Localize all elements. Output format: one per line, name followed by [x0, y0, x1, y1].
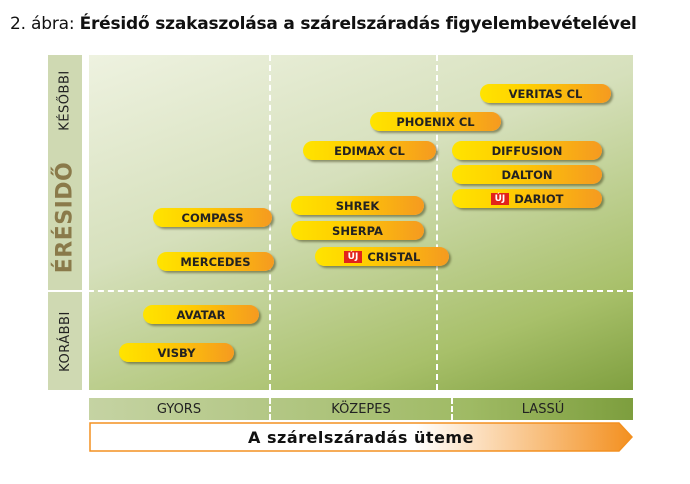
variety-name: CRISTAL — [367, 249, 421, 264]
y-label-later: KÉSŐBBI — [48, 55, 82, 145]
variety-name: DIFFUSION — [491, 143, 563, 158]
x-category-fast: GYORS — [156, 401, 202, 417]
variety-name: DARIOT — [514, 191, 564, 206]
y-label-earlier-text: KORÁBBI — [57, 310, 73, 372]
y-label-earlier: KORÁBBI — [48, 292, 82, 390]
variety-pill: AVATAR — [143, 305, 259, 324]
arrow-icon — [89, 422, 634, 452]
variety-pill: SHERPA — [291, 221, 424, 240]
y-axis-title-text: ÉRÉSIDŐ — [52, 161, 78, 274]
figure-title: 2. ábra: Érésidő szakaszolása a szárelsz… — [10, 14, 637, 34]
divider-vertical — [436, 55, 438, 390]
divider-horizontal — [48, 290, 633, 292]
x-axis-arrow: A szárelszáradás üteme — [89, 422, 634, 452]
variety-name: EDIMAX CL — [334, 143, 405, 158]
variety-pill: EDIMAX CL — [303, 141, 436, 160]
variety-name: PHOENIX CL — [396, 114, 475, 129]
new-badge: ÚJ — [343, 250, 363, 263]
variety-name: SHERPA — [332, 223, 383, 238]
variety-name: VERITAS CL — [508, 86, 583, 101]
variety-pill: ÚJ CRISTAL — [315, 247, 449, 266]
variety-name: COMPASS — [181, 210, 244, 225]
figure-number: 2. ábra: — [10, 14, 80, 34]
variety-pill: MERCEDES — [157, 252, 274, 271]
new-badge: ÚJ — [490, 192, 510, 205]
figure-title-text: Érésidő szakaszolása a szárelszáradás fi… — [79, 14, 637, 34]
variety-name: VISBY — [157, 345, 196, 360]
variety-name: MERCEDES — [180, 254, 251, 269]
variety-pill: DALTON — [452, 165, 602, 184]
variety-name: AVATAR — [176, 307, 226, 322]
x-category-slow: LASSÚ — [451, 398, 633, 420]
x-category-medium: KÖZEPES — [269, 398, 451, 420]
x-axis-title: A szárelszáradás üteme — [248, 427, 474, 447]
variety-pill: COMPASS — [153, 208, 272, 227]
variety-pill: PHOENIX CL — [370, 112, 501, 131]
variety-pill: ÚJ DARIOT — [452, 189, 602, 208]
y-label-later-text: KÉSŐBBI — [57, 69, 73, 131]
variety-pill: VERITAS CL — [480, 84, 611, 103]
variety-pill: VISBY — [119, 343, 234, 362]
x-category-bar: GYORS KÖZEPES LASSÚ — [89, 398, 633, 420]
y-axis-title: ÉRÉSIDŐ — [48, 145, 82, 290]
variety-pill: DIFFUSION — [452, 141, 602, 160]
variety-name: SHREK — [335, 198, 380, 213]
variety-name: DALTON — [501, 167, 553, 182]
variety-pill: SHREK — [291, 196, 424, 215]
